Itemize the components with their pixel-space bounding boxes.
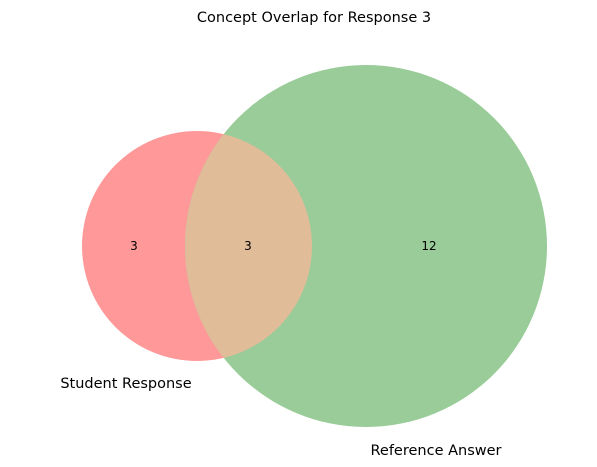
- diagram-title: Concept Overlap for Response 3: [197, 10, 431, 26]
- student-response-label: Student Response: [60, 376, 191, 392]
- reference-only-count: 12: [421, 239, 436, 253]
- student-only-count: 3: [130, 239, 138, 253]
- reference-answer-label: Reference Answer: [370, 443, 501, 459]
- overlap-count: 3: [244, 239, 252, 253]
- reference-answer-circle: [185, 65, 547, 427]
